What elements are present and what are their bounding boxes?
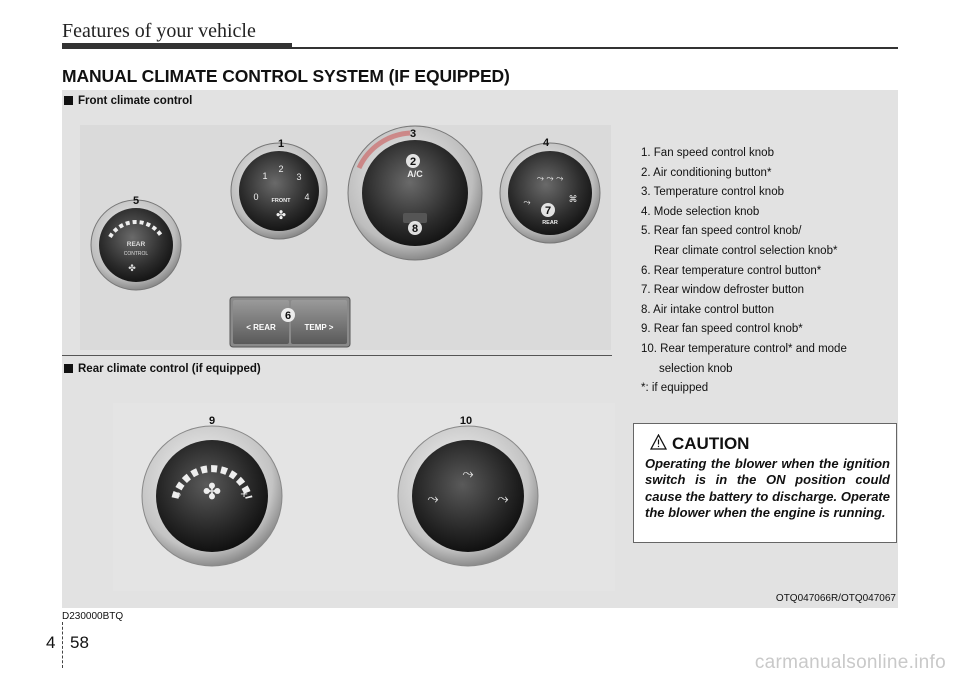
knob-front-text: FRONT: [272, 198, 292, 204]
fan-level-0: 0: [253, 192, 258, 202]
legend-item: 2. Air conditioning button*: [641, 166, 772, 179]
fan-icon: ✤: [203, 479, 221, 504]
fan-level-3: 3: [296, 172, 301, 182]
fan-icon: ✤: [128, 263, 136, 273]
legend-item: 7. Rear window defroster button: [641, 284, 805, 297]
mode-vent-icon: ⤳: [462, 465, 473, 481]
caution-box: CAUTION Operating the blower when the ig…: [633, 423, 897, 543]
front-control-illustration: REAR CONTROL ✤ 1 2 3 0 4 FRONT ✤ A/C ⤳ ⤳…: [90, 125, 601, 348]
front-control-photo: REAR CONTROL ✤ 1 2 3 0 4 FRONT ✤ A/C ⤳ ⤳…: [80, 125, 611, 350]
callout-2: 2: [410, 156, 416, 168]
fan-level-1: 1: [262, 171, 267, 181]
front-climate-label: Front climate control: [64, 95, 192, 107]
callout-1: 1: [278, 138, 284, 150]
rear-fan-speed-knob: ✤ ○ +: [141, 425, 283, 567]
legend-item: 4. Mode selection knob: [641, 205, 760, 218]
rear-temp-right-label: TEMP >: [305, 323, 334, 332]
mode-floor-icon: ⤳: [427, 490, 438, 506]
callout-10: 10: [460, 415, 472, 427]
callout-9: 9: [209, 415, 215, 427]
document-code: D230000BTQ: [62, 611, 124, 622]
knob-rear-defrost-text: REAR: [542, 220, 558, 226]
mode-bilevel-icon: ⤳: [497, 490, 508, 506]
defrost-icon: ⌘: [569, 194, 578, 204]
rear-climate-label: Rear climate control (if equipped): [64, 363, 261, 375]
knob-rear-control-text: CONTROL: [124, 251, 149, 257]
legend-item: 10. Rear temperature control* and mode: [641, 342, 847, 355]
legend-item: 1. Fan speed control knob: [641, 147, 774, 159]
bullet-square-icon: [64, 364, 73, 373]
rear-temp-mode-knob: ⤳ ⤳ ⤳: [397, 425, 539, 567]
rear-temp-buttons: < REAR TEMP >: [229, 296, 351, 348]
air-intake-button: [403, 213, 427, 223]
mode-knob: ⤳ ⤳ ⤳ ⤳ ⌘ REAR: [499, 142, 601, 244]
rear-control-photo: ✤ ○ + ⤳ ⤳ ⤳ 9 10: [113, 403, 615, 591]
fan-level-4: 4: [304, 192, 309, 202]
fan-min-icon: ○: [175, 489, 182, 501]
section-number: 4: [46, 633, 56, 652]
figure-code: OTQ047066R/OTQ047067: [775, 593, 896, 604]
bullet-square-icon: [64, 96, 73, 105]
warning-triangle-icon: [650, 434, 667, 450]
callout-4: 4: [543, 137, 550, 149]
legend-list: 1. Fan speed control knob 2. Air conditi…: [641, 144, 891, 399]
legend-footnote: *: if equipped: [641, 382, 709, 395]
rear-temp-left-label: < REAR: [246, 323, 276, 332]
page-number: 58: [70, 633, 89, 652]
mode-floor-icon: ⤳: [523, 197, 530, 207]
rear-fan-knob: REAR CONTROL ✤: [90, 199, 182, 291]
legend-item: 8. Air intake control button: [641, 303, 774, 316]
section-title: MANUAL CLIMATE CONTROL SYSTEM (IF EQUIPP…: [62, 66, 510, 86]
temperature-knob: A/C: [347, 125, 483, 261]
ac-button-label: A/C: [407, 169, 423, 179]
rear-control-illustration: ✤ ○ + ⤳ ⤳ ⤳ 9 10: [141, 415, 539, 567]
rear-climate-label-text: Rear climate control (if equipped): [78, 363, 261, 375]
page-separator: [62, 622, 63, 668]
header-title: Features of your vehicle: [62, 20, 256, 42]
fan-level-2: 2: [278, 164, 283, 174]
mode-vent-icons: ⤳ ⤳ ⤳: [537, 173, 564, 183]
figure-divider: [62, 355, 612, 356]
legend-item-continued: Rear climate control selection knob*: [654, 244, 838, 257]
fan-icon: ✤: [276, 208, 286, 222]
watermark: carmanualsonline.info: [754, 652, 946, 673]
callout-5: 5: [133, 195, 139, 207]
callout-3: 3: [410, 128, 416, 140]
callout-6: 6: [285, 310, 291, 322]
knob-rear-text: REAR: [127, 241, 146, 248]
callout-7: 7: [545, 205, 551, 217]
caution-text: Operating the blower when the ignition s…: [645, 456, 890, 521]
legend-item: 9. Rear fan speed control knob*: [641, 323, 803, 336]
callout-8: 8: [412, 223, 418, 235]
legend-item: 5. Rear fan speed control knob/: [641, 225, 802, 238]
fan-speed-knob: 1 2 3 0 4 FRONT ✤: [230, 142, 328, 240]
caution-title: CAUTION: [672, 434, 750, 453]
legend-item: 6. Rear temperature control button*: [641, 264, 822, 277]
front-climate-label-text: Front climate control: [78, 95, 193, 107]
fan-max-icon: +: [240, 486, 248, 501]
legend-item: 3. Temperature control knob: [641, 186, 784, 199]
legend-item-continued: selection knob: [659, 362, 733, 375]
header-bar: [62, 43, 292, 49]
header-rule: [292, 47, 898, 49]
